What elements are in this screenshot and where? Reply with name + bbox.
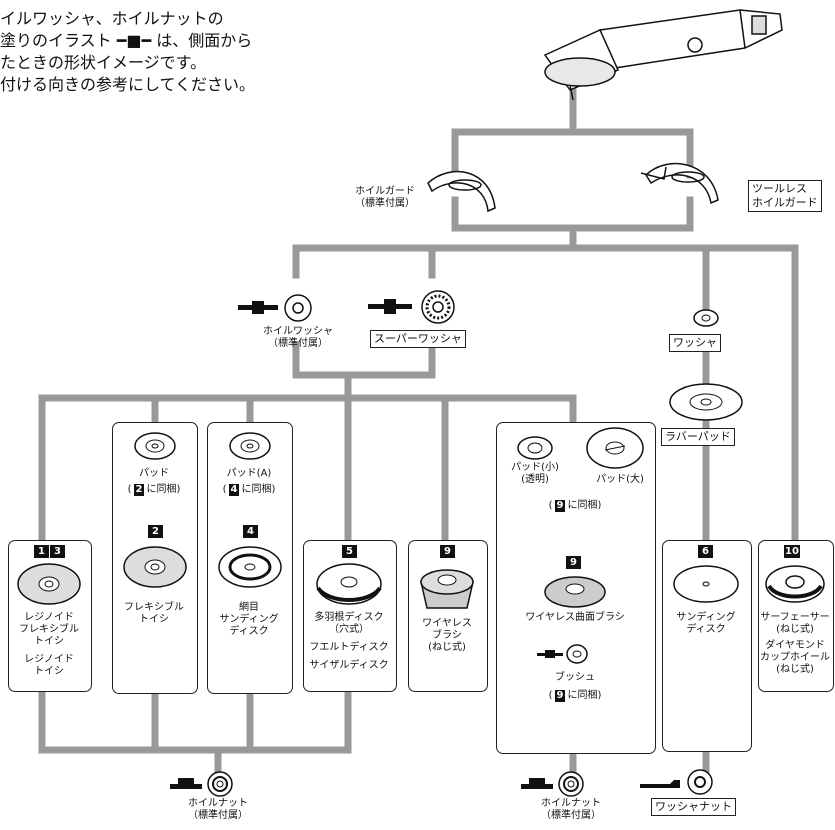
- curved-brush-icon: [544, 576, 606, 608]
- wheel-nut-2-label: ホイルナット （標準付属）: [541, 798, 601, 821]
- pad-a-label: パッド(A): [226, 468, 272, 479]
- card-5-text2: フエルトディスク: [309, 642, 389, 653]
- wheel-nut-1-label: ホイルナット （標準付属）: [188, 798, 248, 821]
- card-2-text: フレキシブル トイシ: [124, 602, 184, 625]
- bush-label: ブッシュ: [555, 672, 595, 683]
- flexible-wheel-icon: [123, 546, 187, 588]
- wheel-washer-icon: [238, 294, 312, 322]
- pad-small-label: パッド(小) (透明): [511, 462, 559, 485]
- rubber-pad-label: ラバーパッド: [661, 428, 735, 446]
- wheel-washer-label: ホイルワッシャ （標準付属）: [263, 326, 333, 349]
- pad-a-icon: [229, 432, 271, 460]
- toolless-guard-label: ツールレス ホイルガード: [748, 180, 822, 212]
- card-5-number: 5: [342, 545, 357, 558]
- card-5-text3: サイザルディスク: [309, 660, 389, 671]
- pad-small-icon: [517, 436, 553, 460]
- mesh-disc-icon: [218, 546, 282, 588]
- sanding-disc-icon: [673, 565, 739, 603]
- rubber-pad-icon: [669, 383, 743, 421]
- toolless-guard-icon: [640, 162, 719, 205]
- pad-large-label: パッド(大): [596, 474, 644, 485]
- washer-icon: [693, 309, 719, 327]
- pad-icon: [134, 432, 176, 460]
- card-6-number: 6: [698, 545, 713, 558]
- grinder-illustration: [543, 9, 783, 100]
- card-9b-number: 9: [566, 556, 581, 569]
- card-2-number: 2: [148, 525, 163, 538]
- card-10-text2: ダイヤモンド カップホイール (ねじ式): [760, 640, 830, 675]
- card-5-text1: 多羽根ディスク （穴式）: [314, 612, 384, 635]
- card-1-3-text2: レジノイド トイシ: [24, 654, 74, 677]
- super-washer-label: スーパーワッシャ: [370, 330, 466, 348]
- flap-disc-icon: [316, 563, 382, 605]
- card-9-wire: [408, 540, 488, 692]
- card-1-3-text1: レジノイド フレキシブル トイシ: [19, 612, 79, 647]
- card-4-text: 網目 サンディング ディスク: [219, 602, 279, 637]
- card-10-text1: サーフェーサー (ねじ式): [760, 612, 830, 635]
- card-10-number: 10: [784, 545, 800, 558]
- wire-brush-icon: [420, 569, 474, 609]
- wheel-guard-icon: [427, 170, 496, 213]
- washer-nut-icon: [640, 769, 713, 795]
- card-9a-number: 9: [440, 545, 455, 558]
- washer-nut-label: ワッシャナット: [651, 798, 736, 816]
- card-3-number: 3: [50, 545, 65, 558]
- washer-label: ワッシャ: [669, 334, 721, 352]
- card-4-number: 4: [243, 525, 258, 538]
- orientation-note: イルワッシャ、ホイルナットの 塗りのイラスト ━■━ は、側面から たときの形状…: [0, 9, 256, 94]
- super-washer-icon: [368, 290, 455, 324]
- bush-icon: [537, 644, 588, 664]
- pad-label: パッド: [139, 468, 169, 479]
- resinoid-wheel-icon: [17, 563, 81, 605]
- curved-brush-label: ワイヤレス曲面ブラシ: [525, 612, 625, 623]
- surfacer-icon: [765, 565, 825, 603]
- card-1-number: 1: [34, 545, 49, 558]
- wheel-nut-icon: [170, 771, 233, 797]
- pad-large-icon: [586, 427, 644, 469]
- wheel-guard-label: ホイルガード （標準付属）: [355, 186, 415, 209]
- card-6-text: サンディング ディスク: [676, 612, 736, 635]
- wheel-nut-2-icon: [521, 771, 584, 797]
- card-9a-text: ワイヤレス ブラシ (ねじ式): [422, 618, 472, 653]
